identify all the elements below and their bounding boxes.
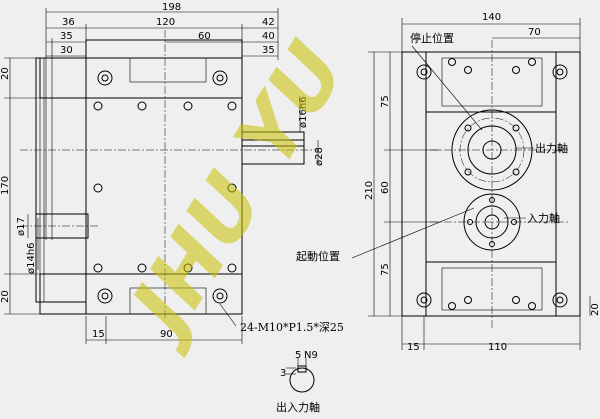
keyway-dim-n9: N9 <box>304 350 318 361</box>
dim-30: 30 <box>60 45 73 56</box>
dim-36: 36 <box>62 17 75 28</box>
right-right-wall <box>555 51 581 317</box>
dim-40: 40 <box>262 31 275 42</box>
dim-60: 60 <box>198 31 211 42</box>
watermark-text: JHU YU <box>107 27 365 361</box>
dim-20-top: 20 <box>0 67 11 80</box>
left-flange-inner <box>39 57 45 303</box>
dim-20-bottom: 20 <box>0 290 11 303</box>
thread-note: 24-M10*P1.5*深25 <box>240 321 344 334</box>
label-start-position: 起動位置 <box>296 249 340 263</box>
top-pocket <box>129 57 207 83</box>
watermark: JHU YU <box>107 27 365 361</box>
dim-60-right: 60 <box>380 181 391 194</box>
left-side-dimensions <box>4 57 40 315</box>
dim-170: 170 <box>0 176 11 195</box>
dim-d17: ø17 <box>16 217 27 236</box>
label-stop-position: 停止位置 <box>410 31 454 45</box>
dim-75-top: 75 <box>380 95 391 108</box>
right-view: 140 70 75 210 60 75 20 15 110 停止位置 出力軸 入… <box>296 12 600 353</box>
output-shaft-small <box>241 131 305 147</box>
left-bottom-dimensions <box>85 303 243 344</box>
dim-35-top: 35 <box>60 31 73 42</box>
output-cam-holes <box>464 124 520 176</box>
right-mount-holes <box>416 58 568 310</box>
bottom-pocket <box>129 287 207 315</box>
top-foot <box>39 57 243 99</box>
right-body-outline <box>401 51 581 317</box>
output-shaft-large <box>241 139 305 165</box>
label-input-shaft: 入力軸 <box>527 211 560 225</box>
dim-70: 70 <box>528 27 541 38</box>
dim-75-bottom: 75 <box>380 263 391 276</box>
stop-position-leader <box>411 45 483 131</box>
keyway-dim-3: 3 <box>280 368 286 379</box>
right-dim-lines <box>368 18 591 350</box>
dim-120: 120 <box>156 17 175 28</box>
dim-15-left: 15 <box>92 329 105 340</box>
dim-d16h6: ø16h6 <box>298 96 309 128</box>
dim-140: 140 <box>482 12 501 23</box>
right-left-wall <box>401 51 427 317</box>
bolt-holes-left <box>93 70 237 304</box>
left-top-dimensions <box>45 8 279 240</box>
right-bottom-block <box>425 261 557 317</box>
dim-20-right: 20 <box>590 303 600 316</box>
dim-d14h6: ø14h6 <box>26 242 37 274</box>
dim-198: 198 <box>162 2 181 13</box>
dim-90: 90 <box>160 329 173 340</box>
dim-35-right: 35 <box>262 45 275 56</box>
dim-d28: ø28 <box>314 147 325 166</box>
keyway-detail: 5 N9 3 出入力軸 <box>276 350 320 414</box>
keyway-caption: 出入力軸 <box>276 400 320 414</box>
keyway-dim-5: 5 <box>295 350 301 361</box>
dim-110: 110 <box>488 342 507 353</box>
dim-42: 42 <box>262 17 275 28</box>
dim-210: 210 <box>364 181 375 200</box>
label-output-shaft: 出力軸 <box>535 141 568 155</box>
left-flange <box>35 57 87 303</box>
dim-15-right: 15 <box>407 342 420 353</box>
left-view: 198 36 120 42 35 60 40 30 35 20 170 20 ø… <box>0 2 344 344</box>
right-top-block <box>425 51 557 113</box>
keyway-circle <box>289 367 315 393</box>
start-position-leader <box>351 207 475 259</box>
keyway-slot <box>297 365 307 373</box>
shaft-dim-lines <box>27 96 319 270</box>
